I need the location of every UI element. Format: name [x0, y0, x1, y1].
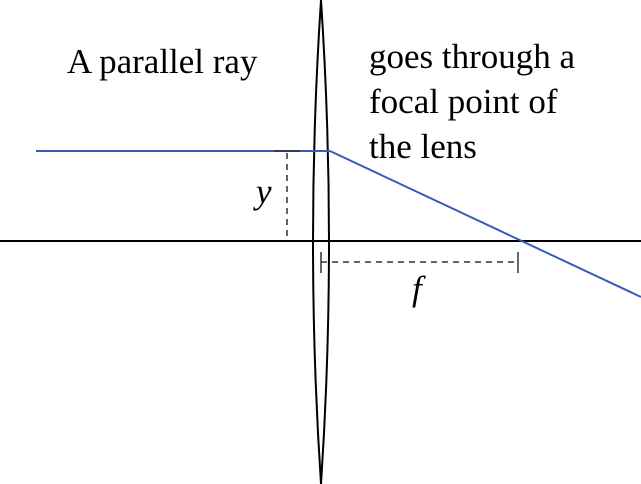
parallel-ray-label: A parallel ray: [67, 42, 258, 81]
focal-point-label-line-2: focal point of: [369, 82, 558, 121]
focal-point-label-line-3: the lens: [369, 127, 477, 166]
refracted-ray: [329, 150, 641, 298]
height-symbol: y: [253, 172, 272, 211]
focal-length-symbol: f: [412, 269, 426, 308]
lens: [312, 0, 330, 484]
focal-point-label-line-1: goes through a: [369, 37, 576, 76]
